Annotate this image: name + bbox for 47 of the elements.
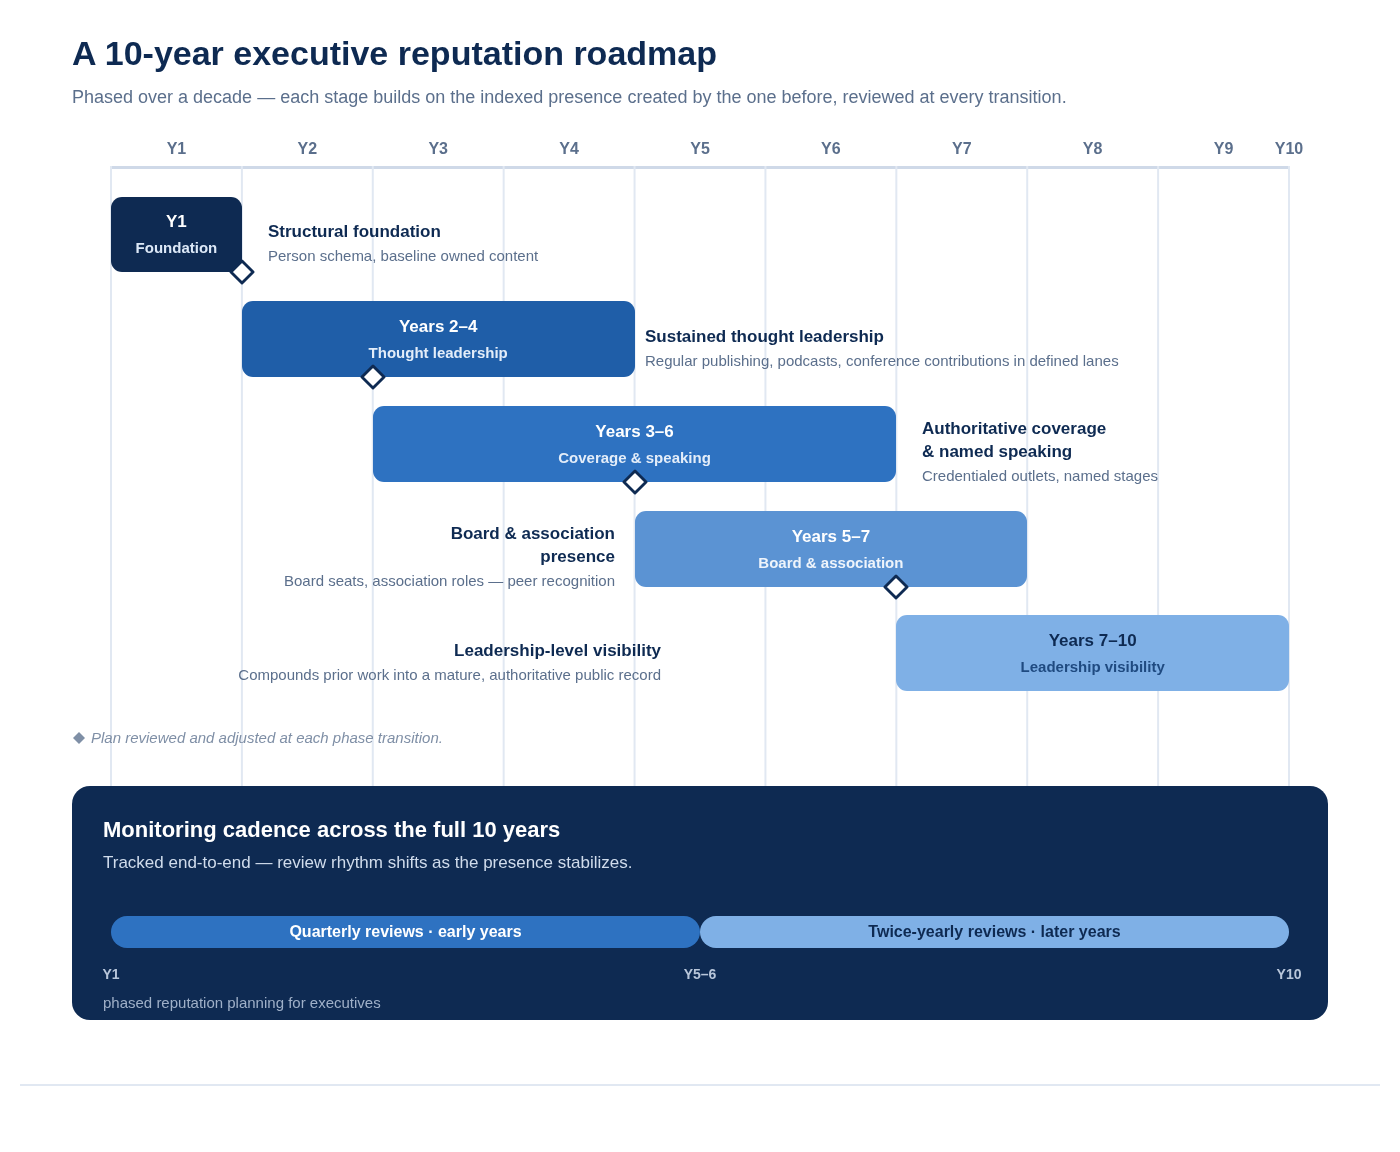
axis-year-label: Y3 bbox=[428, 140, 448, 158]
cadence-axis-label: Y10 bbox=[1276, 966, 1302, 982]
phase-bar bbox=[896, 615, 1289, 691]
phase-bar bbox=[372, 406, 897, 482]
phase-description: Person schema, baseline owned content bbox=[268, 246, 539, 266]
phase-period: Years 3–6 bbox=[595, 420, 674, 443]
phase-name: Leadership visibility bbox=[1020, 656, 1165, 677]
panel-footnote: phased reputation planning for executives bbox=[103, 994, 381, 1011]
cadence-axis-label: Y5–6 bbox=[683, 966, 717, 982]
phase-description: Regular publishing, podcasts, conference contributions in defined lanes bbox=[645, 351, 1119, 371]
axis-year-label: Y2 bbox=[297, 140, 318, 158]
phase-name: Thought leadership bbox=[368, 342, 508, 363]
axis-year-label: Y5 bbox=[690, 140, 710, 158]
phase-name: Foundation bbox=[135, 238, 218, 258]
panel-heading: Monitoring cadence across the full 10 years bbox=[103, 817, 561, 843]
cadence-bar: Quarterly reviews · early years bbox=[111, 916, 700, 948]
phase-name: Coverage & speaking bbox=[558, 447, 711, 468]
phase-period: Years 5–7 bbox=[791, 525, 871, 548]
phase-description: Compounds prior work into a mature, authoritative public record bbox=[238, 665, 661, 685]
phase-bar bbox=[241, 301, 635, 377]
monitoring-panel bbox=[72, 786, 1328, 1020]
phase-name: Board & association bbox=[758, 552, 904, 573]
cadence-bar: Twice-yearly reviews · later years bbox=[700, 916, 1289, 948]
phase-bar bbox=[634, 511, 1028, 587]
subtitle: Phased over a decade — each stage builds on the indexed presence created by the one before, reviewed at every transition. bbox=[72, 87, 1067, 108]
axis-year-label: Y7 bbox=[952, 140, 972, 158]
phase-heading: Authoritative coverage & named speaking bbox=[922, 418, 1108, 463]
axis-year-label: Y4 bbox=[559, 140, 579, 158]
phase-period: Years 2–4 bbox=[398, 315, 478, 338]
panel-description: Tracked end-to-end — review rhythm shifts as the presence stabilizes. bbox=[103, 853, 633, 873]
phase-period: Years 7–10 bbox=[1048, 629, 1137, 652]
cadence-axis-label: Y1 bbox=[102, 966, 120, 982]
axis-year-label: Y8 bbox=[1082, 140, 1103, 158]
title: A 10-year executive reputation roadmap bbox=[72, 34, 717, 73]
phase-description: Credentialed outlets, named stages bbox=[922, 466, 1158, 486]
axis-year-label: Y9 bbox=[1213, 140, 1234, 158]
legend-text: Plan reviewed and adjusted at each phase transition. bbox=[91, 729, 443, 746]
phase-bar bbox=[111, 197, 242, 272]
phase-heading: Structural foundation bbox=[268, 221, 442, 243]
phase-heading: Board & association presence bbox=[449, 523, 615, 568]
axis-year-label: Y6 bbox=[821, 140, 841, 158]
phase-description: Board seats, association roles — peer recognition bbox=[284, 571, 615, 591]
phase-heading: Sustained thought leadership bbox=[645, 326, 885, 348]
phase-heading: Leadership-level visibility bbox=[453, 640, 661, 662]
axis-year-label: Y1 bbox=[166, 140, 187, 158]
axis-year-label: Y10 bbox=[1274, 140, 1304, 158]
phase-period: Y1 bbox=[166, 211, 187, 233]
